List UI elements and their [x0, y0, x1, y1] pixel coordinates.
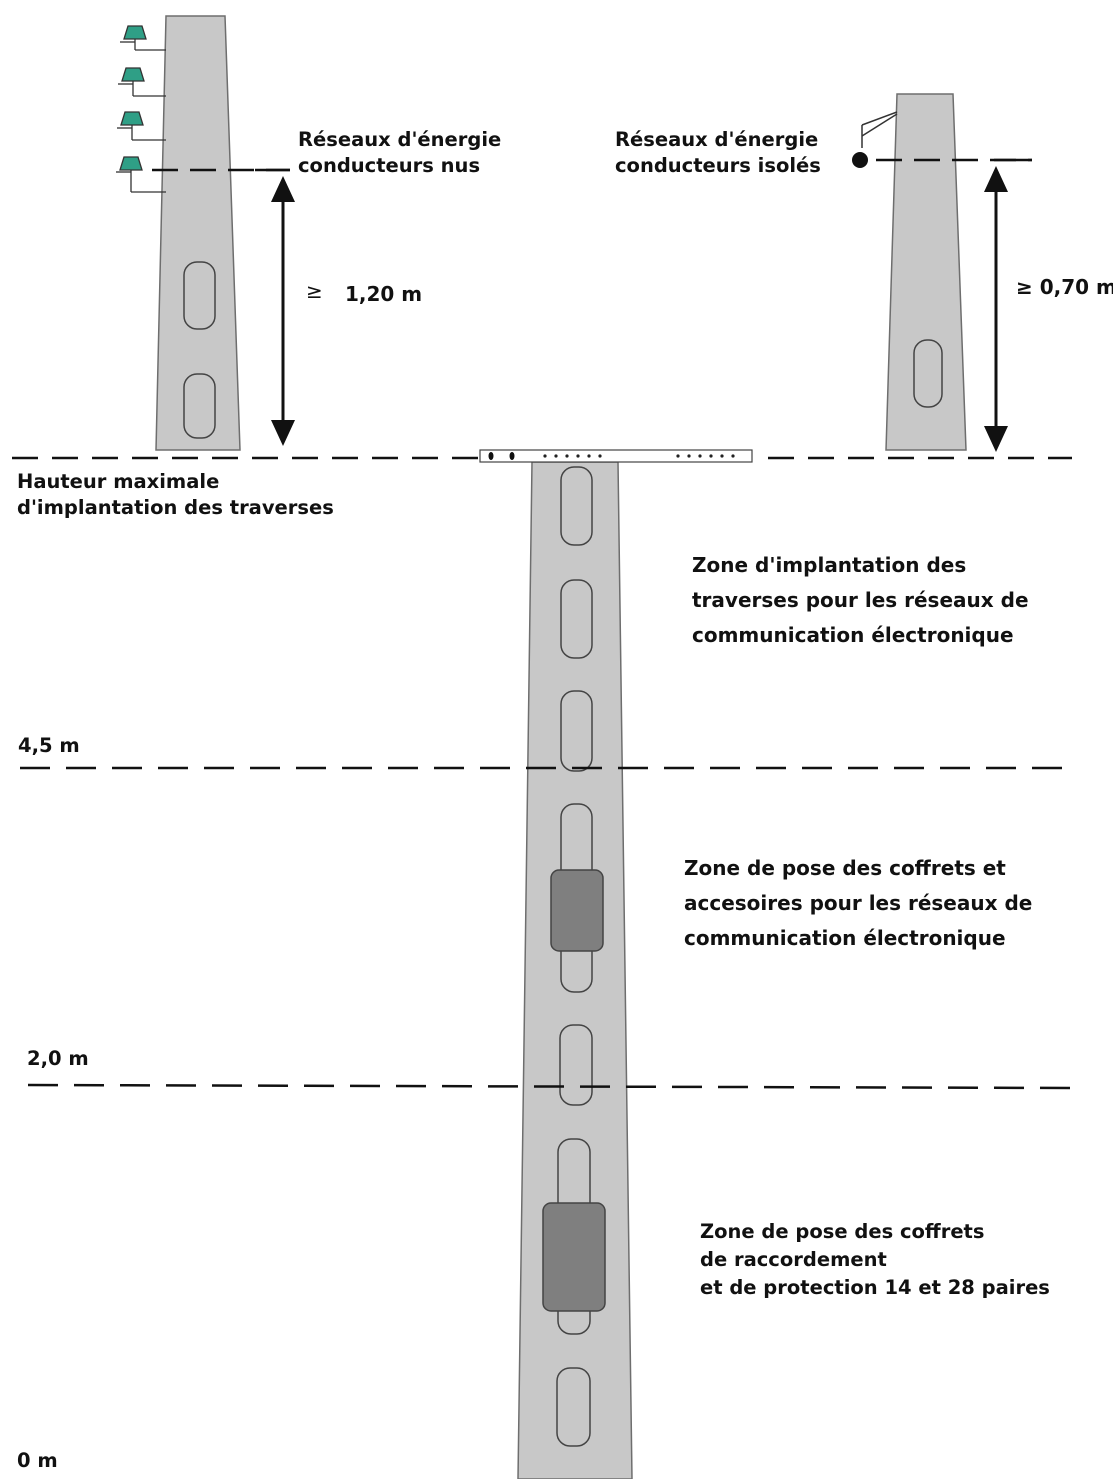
height-2-0-label: 2,0 m — [27, 1047, 89, 1070]
pole-hole — [560, 466, 593, 546]
pole-hole — [560, 690, 593, 772]
left-pole — [155, 15, 241, 451]
right-clearance-arrow — [984, 166, 1008, 452]
right-pole — [885, 93, 967, 451]
pole-hole — [560, 579, 593, 659]
greater-equal-symbol: ≥ — [306, 279, 323, 303]
pole-hole — [913, 339, 943, 408]
height-4-5-label: 4,5 m — [18, 734, 80, 757]
pole-hole — [559, 1024, 593, 1106]
connection-zone-label: Zone de pose des coffrets de raccordemen… — [700, 1220, 1050, 1299]
pole-hole — [183, 373, 216, 439]
bare-conductors-label: Réseaux d'énergie conducteurs nus — [298, 128, 502, 177]
left-clearance-arrow — [271, 176, 295, 446]
insulated-conductors-label: Réseaux d'énergie conducteurs isolés — [615, 128, 821, 177]
height-0-label: 0 m — [17, 1449, 58, 1472]
pole-hole — [556, 1367, 591, 1447]
main-pole — [517, 461, 633, 1479]
insulated-cable-icon — [852, 111, 898, 168]
insulator-icon — [116, 156, 166, 193]
accessory-box — [550, 869, 604, 952]
connection-box — [542, 1202, 606, 1312]
insulator-icon — [120, 25, 166, 51]
insulator-icon — [117, 111, 166, 141]
insulator-icon — [118, 67, 166, 97]
max-height-label: Hauteur maximale d'implantation des trav… — [17, 470, 334, 519]
insulators — [116, 25, 166, 193]
left-clearance-value: 1,20 m — [345, 282, 423, 306]
accessory-zone-label: Zone de pose des coffrets et accesoires … — [684, 856, 1033, 950]
height-2-0-line — [27, 1083, 1079, 1090]
crossarm — [479, 449, 753, 463]
crossarm-zone-label: Zone d'implantation des traverses pour l… — [692, 553, 1029, 647]
right-clearance-value: ≥ 0,70 m — [1016, 275, 1113, 299]
pole-hole — [183, 261, 216, 330]
